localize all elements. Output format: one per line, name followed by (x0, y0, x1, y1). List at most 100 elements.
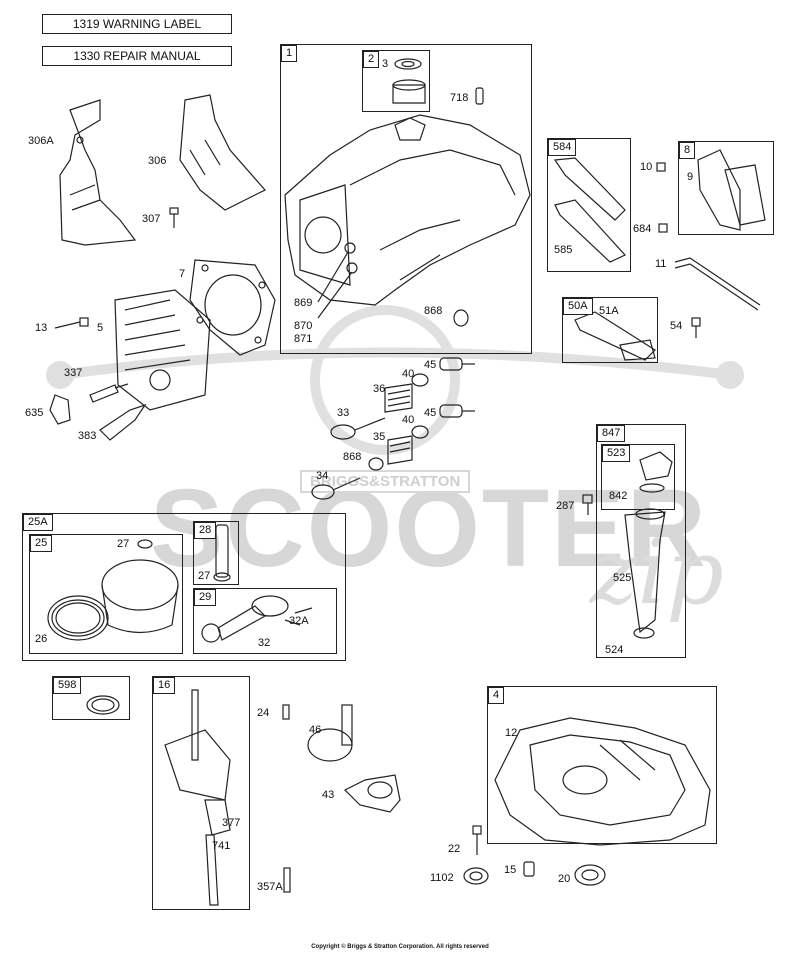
governor-43-drawing (343, 774, 401, 813)
group-29-box (193, 588, 337, 654)
seal-3-drawing (394, 58, 422, 70)
part-3[interactable]: 3 (382, 58, 389, 70)
group-8-tag[interactable]: 8 (679, 142, 696, 159)
breather-9-drawing (697, 149, 766, 231)
group-4-tag[interactable]: 4 (488, 687, 505, 704)
part-741[interactable]: 741 (212, 840, 231, 852)
piston-25-drawing (101, 539, 179, 634)
part-32a[interactable]: 32A (289, 615, 309, 627)
part-45-upper[interactable]: 45 (424, 359, 437, 371)
part-51a[interactable]: 51A (599, 305, 619, 317)
watermark-swoosh (46, 305, 744, 455)
part-12[interactable]: 12 (505, 727, 518, 739)
part-525[interactable]: 525 (613, 572, 632, 584)
part-9[interactable]: 9 (687, 171, 694, 183)
group-584-tag[interactable]: 584 (548, 139, 577, 156)
group-1-box (280, 44, 532, 354)
group-598-tag[interactable]: 598 (53, 677, 82, 694)
part-36[interactable]: 36 (373, 383, 386, 395)
part-5[interactable]: 5 (97, 322, 104, 334)
part-11[interactable]: 11 (655, 258, 667, 270)
part-869[interactable]: 869 (294, 297, 313, 309)
part-1102[interactable]: 1102 (430, 872, 454, 884)
group-523-tag[interactable]: 523 (602, 445, 631, 462)
part-337[interactable]: 337 (64, 367, 83, 379)
rings-26-drawing (47, 595, 109, 641)
group-29-tag[interactable]: 29 (194, 589, 217, 606)
part-34[interactable]: 34 (316, 470, 329, 482)
part-306a[interactable]: 306A (28, 135, 54, 147)
part-40-upper[interactable]: 40 (402, 368, 415, 380)
part-20[interactable]: 20 (558, 873, 571, 885)
part-718[interactable]: 718 (450, 92, 469, 104)
watermark-banner: BRIGGS&STRATTON (300, 470, 471, 493)
tube-11-drawing (674, 257, 761, 311)
crankshaft-16-drawing (164, 689, 231, 906)
bushing-drawing (392, 79, 426, 104)
part-32[interactable]: 32 (258, 637, 271, 649)
group-1-tag[interactable]: 1 (281, 45, 298, 62)
part-7[interactable]: 7 (179, 268, 186, 280)
part-22[interactable]: 22 (448, 843, 461, 855)
part-35[interactable]: 35 (373, 431, 386, 443)
part-10[interactable]: 10 (640, 161, 653, 173)
warning-label-box[interactable]: 1319 WARNING LABEL (42, 14, 232, 34)
part-306[interactable]: 306 (148, 155, 167, 167)
key-24-drawing (282, 704, 290, 720)
screw-10-drawing (656, 162, 666, 172)
part-684[interactable]: 684 (633, 223, 652, 235)
wrist-pin-28-drawing (213, 524, 231, 582)
part-24[interactable]: 24 (257, 707, 270, 719)
sump-4-drawing (494, 717, 711, 846)
group-25-box (29, 534, 183, 654)
part-842[interactable]: 842 (609, 490, 628, 502)
part-870[interactable]: 870 (294, 320, 313, 332)
part-43[interactable]: 43 (322, 789, 335, 801)
part-287[interactable]: 287 (556, 500, 575, 512)
part-40-lower[interactable]: 40 (402, 414, 415, 426)
part-27-pin[interactable]: 27 (198, 570, 211, 582)
part-45-lower[interactable]: 45 (424, 407, 437, 419)
group-584-box (547, 138, 631, 272)
part-307[interactable]: 307 (142, 213, 161, 225)
part-26[interactable]: 26 (35, 633, 48, 645)
part-46[interactable]: 46 (309, 724, 322, 736)
part-524[interactable]: 524 (605, 644, 624, 656)
group-25a-box (22, 513, 346, 661)
part-871[interactable]: 871 (294, 333, 313, 345)
part-585[interactable]: 585 (554, 244, 573, 256)
part-13[interactable]: 13 (35, 322, 48, 334)
group-2-tag[interactable]: 2 (363, 51, 380, 68)
group-4-box (487, 686, 717, 844)
part-377[interactable]: 377 (222, 817, 241, 829)
group-50a-tag[interactable]: 50A (563, 298, 593, 315)
group-847-tag[interactable]: 847 (597, 425, 626, 442)
group-2-box (362, 50, 430, 112)
group-25a-tag[interactable]: 25A (23, 514, 53, 531)
group-16-tag[interactable]: 16 (153, 677, 176, 694)
part-383[interactable]: 383 (78, 430, 97, 442)
part-635[interactable]: 635 (25, 407, 44, 419)
repair-manual-box[interactable]: 1330 REPAIR MANUAL (42, 46, 232, 66)
part-357a[interactable]: 357A (257, 881, 283, 893)
part-33[interactable]: 33 (337, 407, 350, 419)
screw-54-drawing (691, 317, 701, 338)
part-27-piston[interactable]: 27 (117, 538, 130, 550)
screw-684-drawing (658, 223, 668, 233)
group-25-tag[interactable]: 25 (30, 535, 53, 552)
part-15[interactable]: 15 (504, 864, 517, 876)
spark-boot-635-drawing (49, 394, 71, 425)
group-50a-box (562, 297, 658, 363)
part-54[interactable]: 54 (670, 320, 683, 332)
crankcase-1-drawing (284, 114, 531, 306)
part-383-drawing (99, 403, 147, 441)
heat-shield-306a-drawing (59, 99, 137, 246)
seal-20-drawing (574, 864, 606, 886)
seal-868-drawing (453, 309, 469, 327)
group-28-tag[interactable]: 28 (194, 522, 217, 539)
screw-307-drawing (169, 207, 179, 228)
group-847-box (596, 424, 686, 658)
part-868-upper[interactable]: 868 (424, 305, 443, 317)
part-868-lower[interactable]: 868 (343, 451, 362, 463)
